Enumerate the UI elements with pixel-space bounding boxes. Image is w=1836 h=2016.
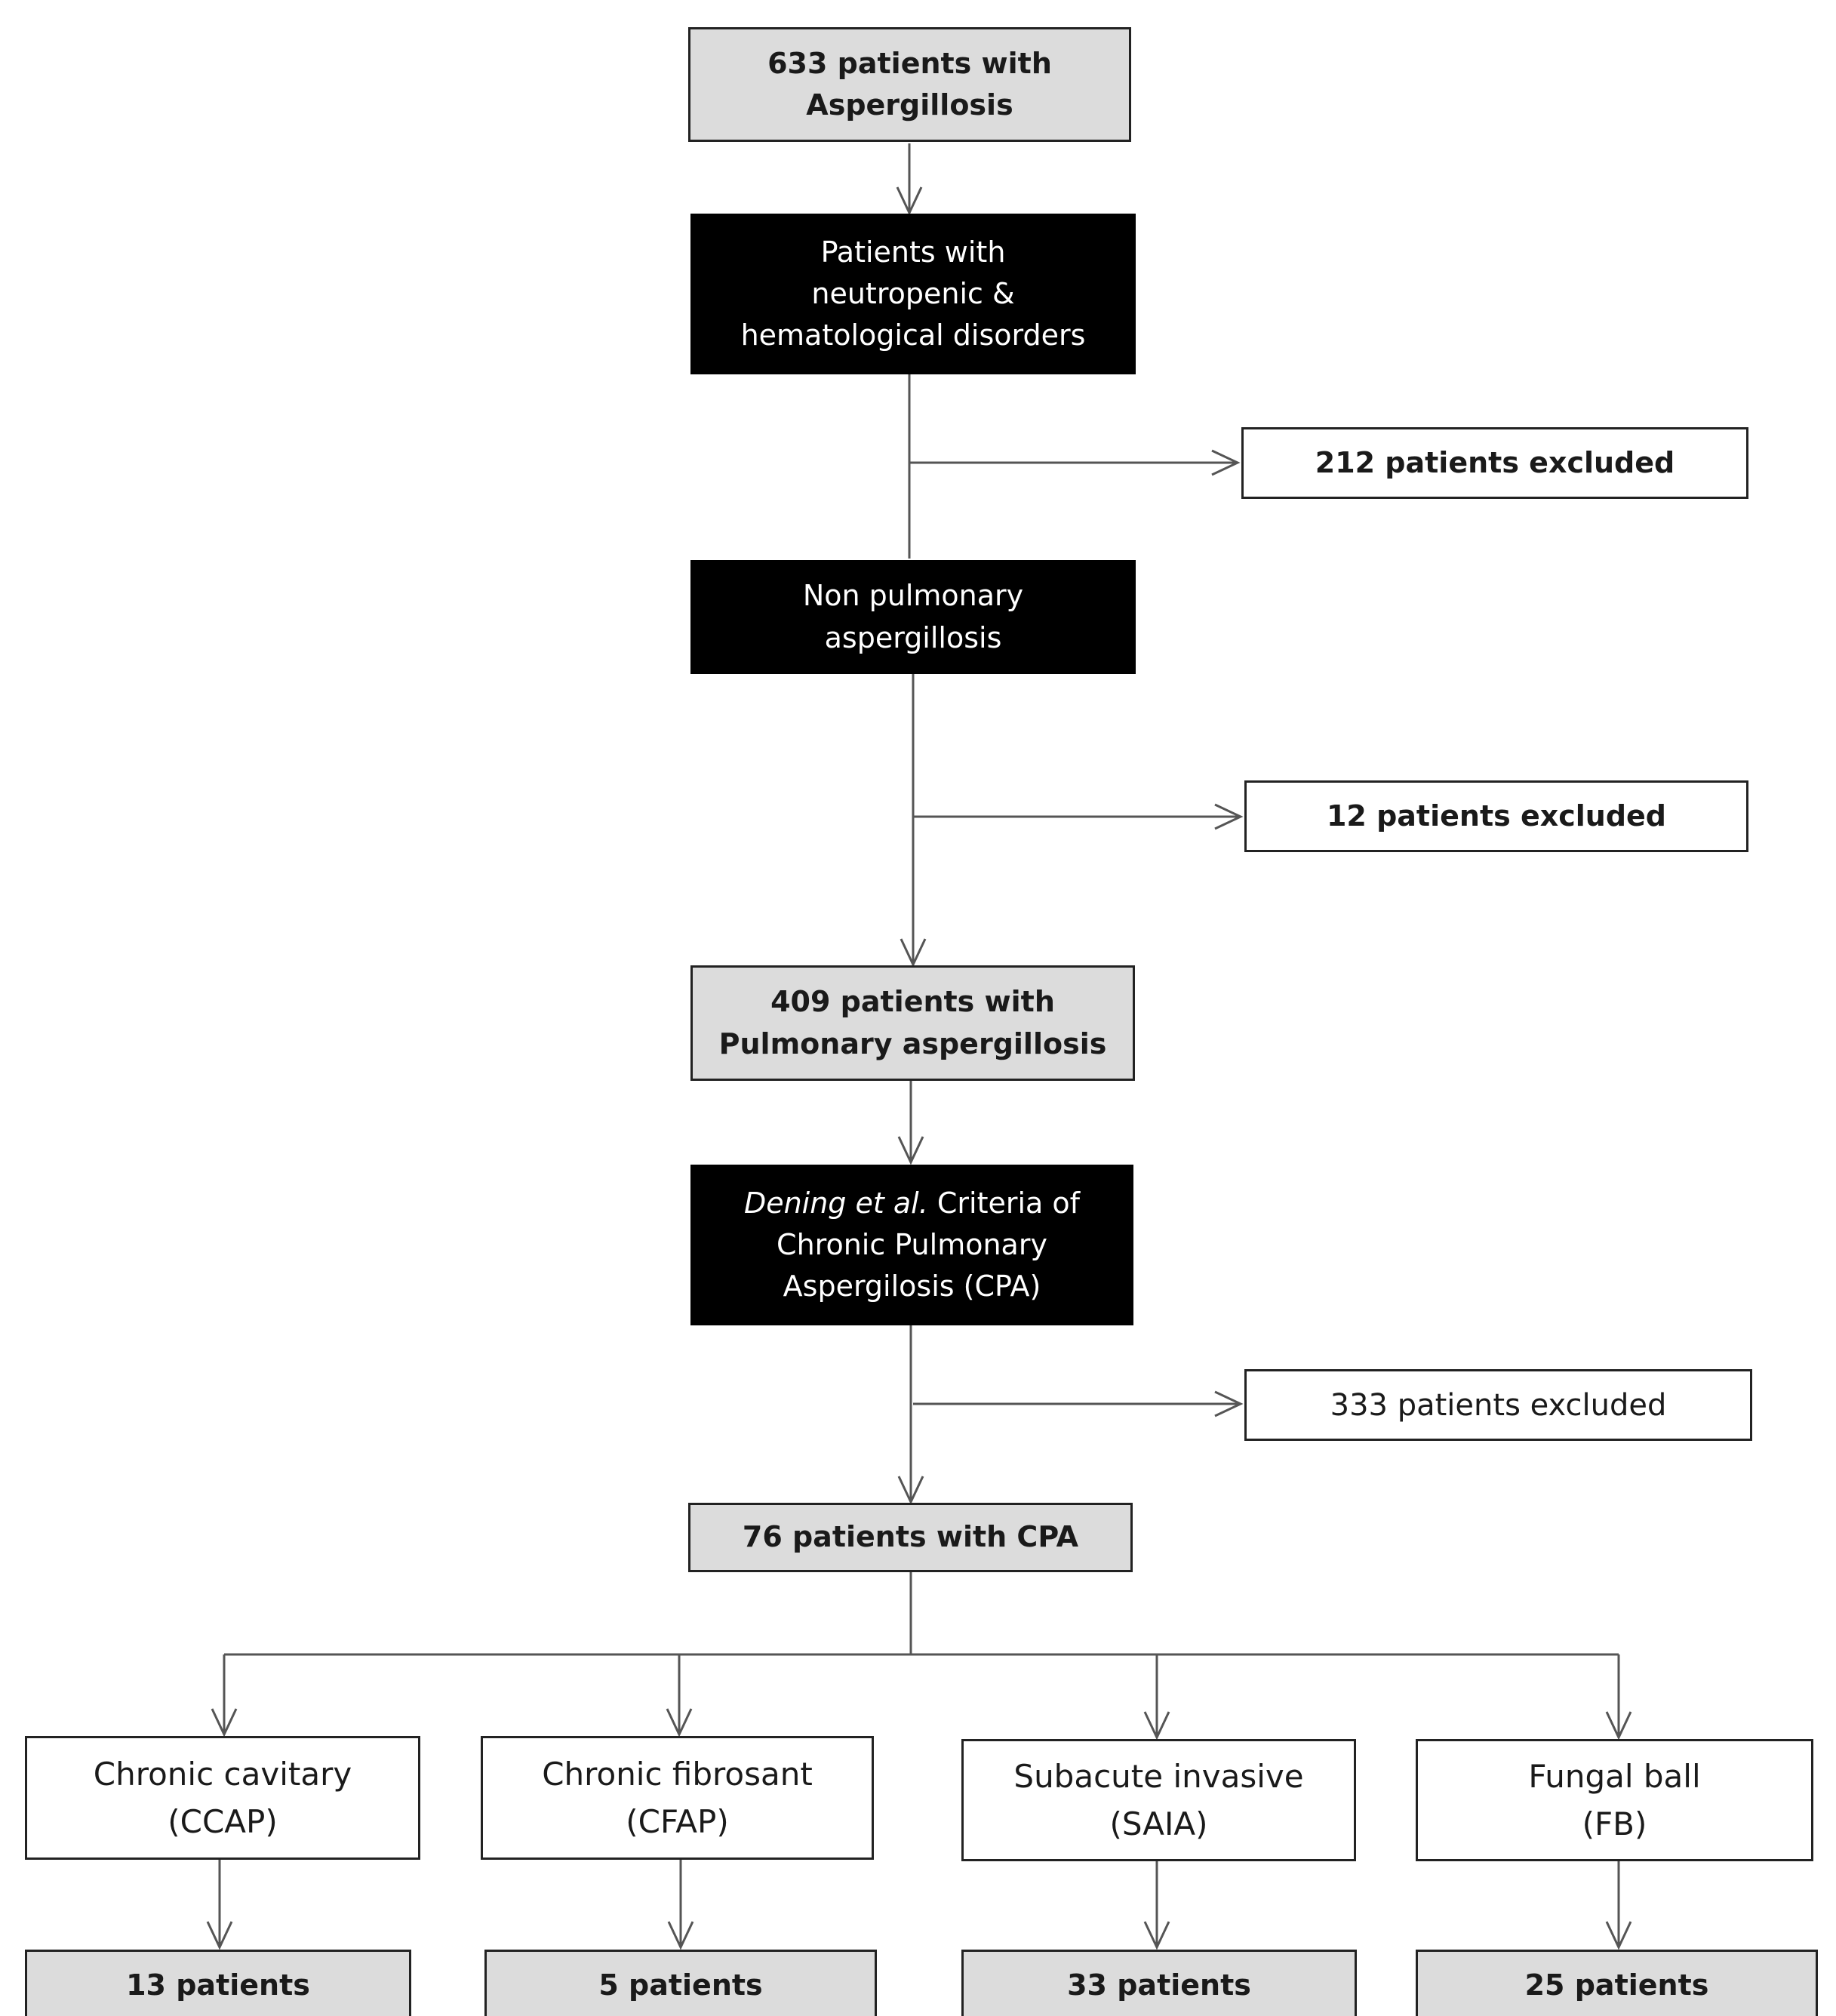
- result-ccap-text: 13 patients: [126, 1968, 310, 2002]
- category-cfap-line1: Chronic fibrosant: [542, 1756, 813, 1793]
- box-pulmonary-line2: Pulmonary aspergillosis: [718, 1026, 1107, 1060]
- box-excluded-12-text: 12 patients excluded: [1326, 799, 1667, 833]
- result-cfap-text: 5 patients: [598, 1968, 763, 2002]
- box-excluded-333-text: 333 patients excluded: [1330, 1387, 1667, 1423]
- result-saia-text: 33 patients: [1067, 1968, 1251, 2002]
- box-neutropenic-line3: hematological disorders: [740, 319, 1086, 352]
- criteria-citation: Dening et al.: [743, 1186, 928, 1220]
- box-neutropenic: Patients with neutropenic & hematologica…: [690, 214, 1136, 374]
- box-nonpulmonary: Non pulmonary aspergillosis: [690, 560, 1136, 674]
- result-fb-text: 25 patients: [1524, 1968, 1709, 2002]
- box-start: 633 patients with Aspergillosis: [688, 27, 1131, 142]
- box-criteria-line3: Aspergilosis (CPA): [783, 1270, 1041, 1303]
- category-fb-line1: Fungal ball: [1528, 1758, 1701, 1795]
- box-start-line1: 633 patients with: [767, 46, 1052, 80]
- box-result-saia: 33 patients: [961, 1950, 1357, 2016]
- category-cfap-line2: (CFAP): [626, 1803, 729, 1840]
- box-cpa-text: 76 patients with CPA: [742, 1520, 1079, 1554]
- category-saia-line1: Subacute invasive: [1013, 1758, 1304, 1795]
- box-criteria-line2: Chronic Pulmonary: [777, 1227, 1047, 1261]
- box-excluded-12: 12 patients excluded: [1244, 780, 1748, 852]
- category-saia-line2: (SAIA): [1109, 1805, 1208, 1842]
- box-result-ccap: 13 patients: [25, 1950, 411, 2016]
- box-category-ccap: Chronic cavitary (CCAP): [25, 1736, 420, 1860]
- box-excluded-333: 333 patients excluded: [1244, 1369, 1752, 1441]
- box-nonpulmonary-line2: aspergillosis: [824, 620, 1002, 654]
- box-neutropenic-line1: Patients with: [820, 235, 1006, 269]
- box-result-cfap: 5 patients: [484, 1950, 877, 2016]
- category-ccap-line1: Chronic cavitary: [93, 1756, 352, 1793]
- box-excluded-212: 212 patients excluded: [1241, 427, 1748, 499]
- box-pulmonary: 409 patients with Pulmonary aspergillosi…: [690, 965, 1135, 1081]
- category-ccap-line2: (CCAP): [168, 1803, 278, 1840]
- box-excluded-212-text: 212 patients excluded: [1315, 445, 1675, 479]
- box-cpa: 76 patients with CPA: [688, 1503, 1133, 1572]
- box-nonpulmonary-line1: Non pulmonary: [802, 579, 1024, 613]
- category-fb-line2: (FB): [1582, 1805, 1647, 1842]
- criteria-line1-rest: Criteria of: [927, 1186, 1081, 1220]
- box-criteria: Dening et al. Criteria of Chronic Pulmon…: [690, 1165, 1133, 1325]
- box-category-saia: Subacute invasive (SAIA): [961, 1739, 1356, 1861]
- box-neutropenic-line2: neutropenic &: [811, 276, 1015, 310]
- box-criteria-line1: Dening et al. Criteria of: [744, 1183, 1080, 1224]
- box-result-fb: 25 patients: [1416, 1950, 1818, 2016]
- box-category-fb: Fungal ball (FB): [1416, 1739, 1813, 1861]
- box-pulmonary-line1: 409 patients with: [770, 985, 1055, 1019]
- box-category-cfap: Chronic fibrosant (CFAP): [481, 1736, 874, 1860]
- box-start-line2: Aspergillosis: [806, 88, 1013, 122]
